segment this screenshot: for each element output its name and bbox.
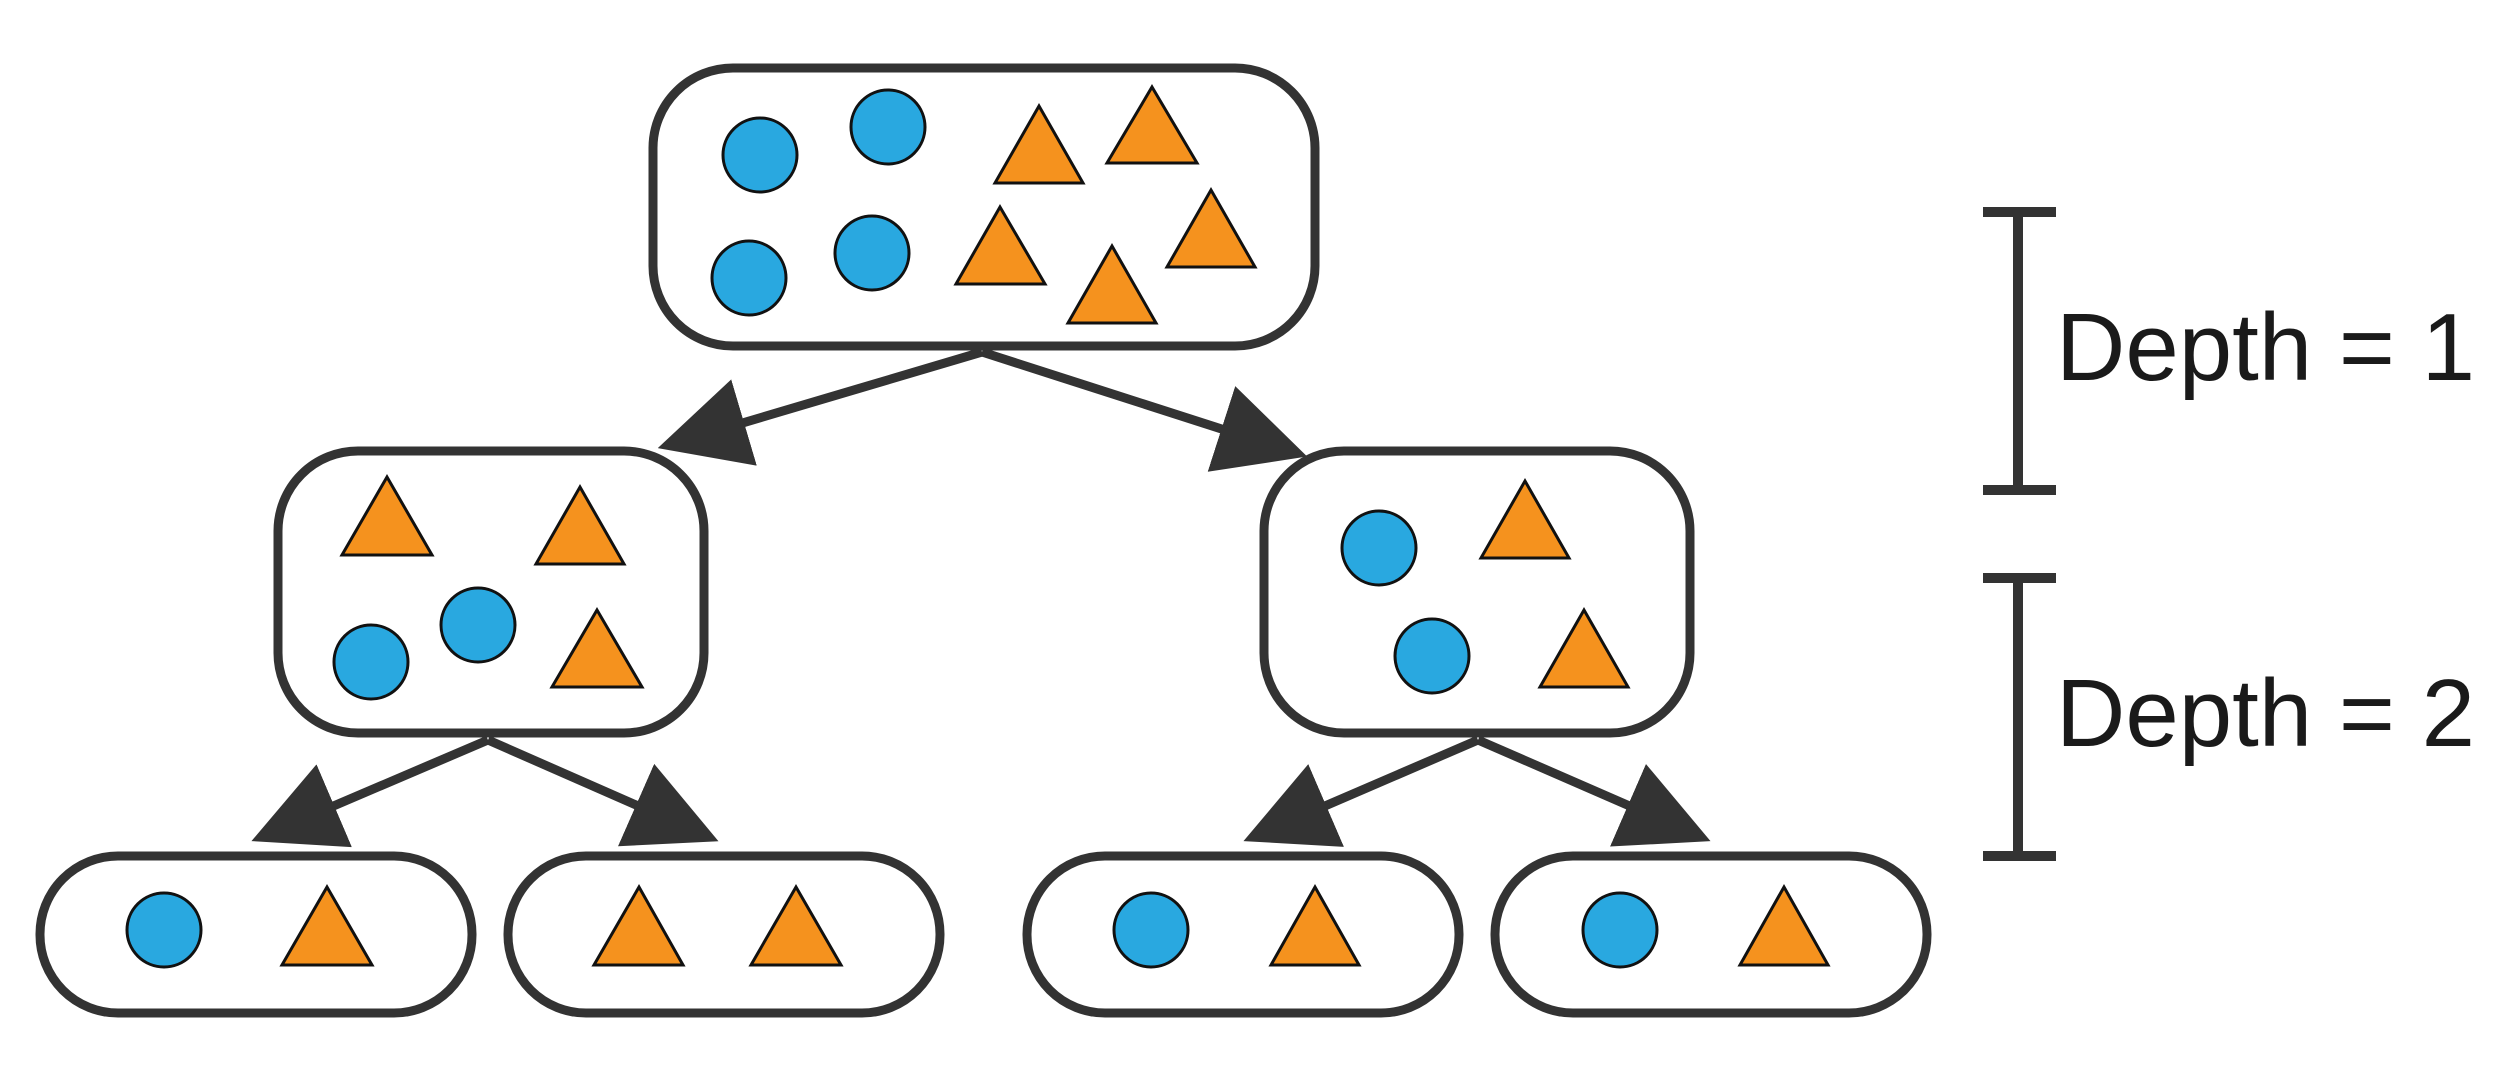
triangle-icon: [953, 204, 1048, 286]
edge-right-child-to-right-left-leaf: [1243, 735, 1480, 847]
depth-bracket-2: [1983, 573, 2056, 861]
triangle-icon: [748, 883, 844, 967]
edge-root-to-left-child: [657, 347, 984, 466]
triangle-icon: [339, 473, 435, 557]
circle-icon: [332, 623, 410, 701]
depth-2-label: Depth = 2: [2056, 660, 2475, 767]
triangle-icon: [591, 883, 686, 967]
node-right-right-leaf: [1490, 851, 1932, 1018]
circle-icon: [439, 586, 517, 664]
node-left-left-leaf: [35, 851, 477, 1018]
depth-bracket-1: [1983, 207, 2056, 495]
triangle-icon: [1737, 883, 1831, 967]
triangle-icon: [1537, 606, 1631, 689]
edge-root-to-right-child: [980, 347, 1308, 472]
triangle-icon: [1104, 84, 1200, 165]
circle-icon: [833, 214, 911, 292]
triangle-icon: [1268, 883, 1362, 967]
node-right-child: [1259, 446, 1695, 738]
edge-right-child-to-right-right-leaf: [1476, 735, 1711, 847]
triangle-icon: [1164, 186, 1258, 269]
circle-icon: [1112, 891, 1190, 969]
triangle-icon: [992, 102, 1086, 185]
circle-icon: [1393, 617, 1471, 695]
tree-edges: [251, 347, 1711, 848]
triangle-icon: [533, 483, 627, 566]
edge-left-child-to-left-left-leaf: [251, 735, 490, 848]
node-left-child: [273, 446, 709, 738]
circle-icon: [721, 116, 799, 194]
node-right-right-leaf-box: [1490, 851, 1932, 1018]
triangle-icon: [1478, 477, 1572, 560]
node-right-left-leaf-box: [1022, 851, 1464, 1018]
triangle-icon: [1065, 242, 1159, 325]
circle-icon: [1340, 509, 1418, 587]
circle-icon: [1581, 891, 1659, 969]
node-right-left-leaf: [1022, 851, 1464, 1018]
depth-1-label: Depth = 1: [2056, 294, 2475, 401]
node-right-child-box: [1259, 446, 1695, 738]
circle-icon: [710, 239, 788, 317]
node-left-right-leaf-box: [503, 851, 945, 1018]
circle-icon: [125, 891, 203, 969]
circle-icon: [849, 88, 927, 166]
triangle-icon: [549, 607, 645, 689]
node-left-left-leaf-box: [35, 851, 477, 1018]
node-left-right-leaf: [503, 851, 945, 1018]
triangle-icon: [279, 883, 375, 967]
edge-left-child-to-left-right-leaf: [486, 735, 719, 847]
node-root: [648, 63, 1320, 351]
tree-nodes: [35, 63, 1932, 1018]
